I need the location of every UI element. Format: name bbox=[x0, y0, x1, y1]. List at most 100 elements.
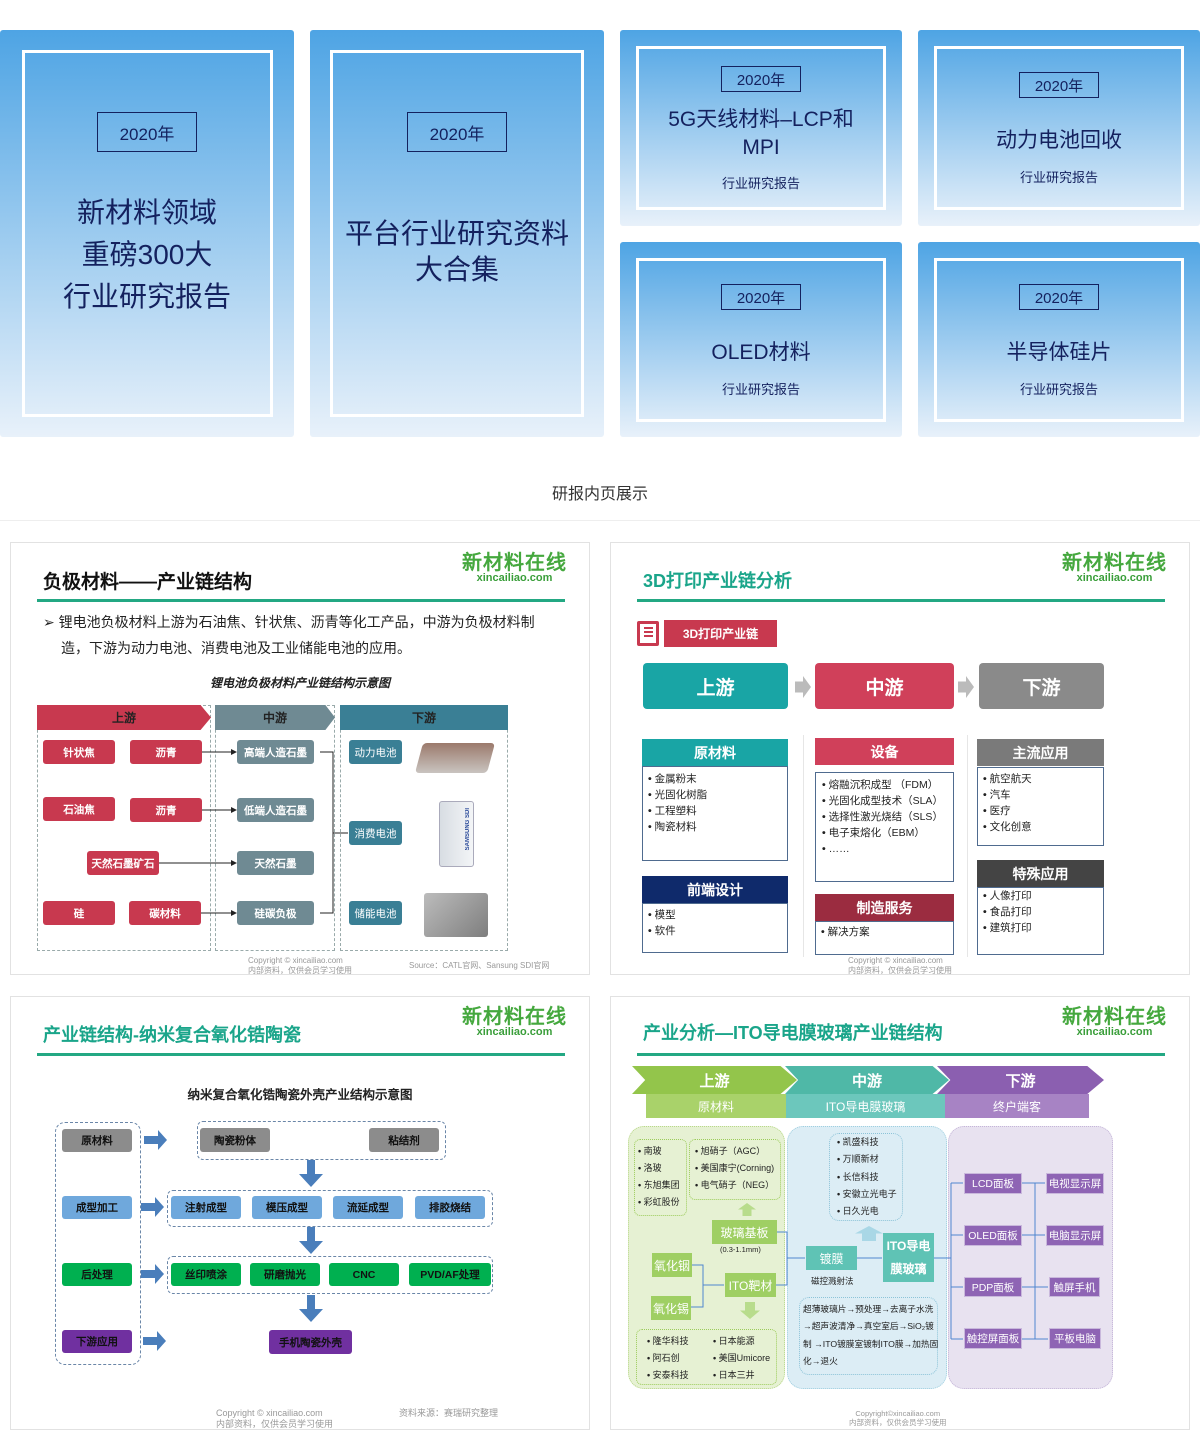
node-consumer-battery: 消费电池 bbox=[349, 821, 402, 845]
column-divider bbox=[967, 735, 968, 957]
manufacturing-service-list: 解决方案 bbox=[821, 924, 870, 940]
report-card-lcp[interactable]: 2020年 5G天线材料–LCP和 MPI 行业研究报告 bbox=[620, 30, 902, 226]
report-card-collection[interactable]: 2020年 平台行业研究资料 大合集 bbox=[310, 30, 604, 437]
title-line: MPI bbox=[742, 136, 780, 159]
frontend-design-list: 模型软件 bbox=[648, 907, 676, 939]
node-pitch: 沥青 bbox=[130, 798, 202, 822]
node-compression-molding: 模压成型 bbox=[252, 1196, 322, 1219]
year-badge: 2020年 bbox=[97, 112, 197, 152]
node-glass-substrate: 玻璃基板 bbox=[712, 1220, 777, 1244]
title-underline bbox=[637, 1053, 1165, 1056]
equipment-list: 熔融沉积成型 （FDM）光固化成型技术（SLA）选择性激光烧结（SLS）电子束熔… bbox=[822, 777, 943, 857]
stage-downstream: 下游 bbox=[937, 1066, 1104, 1094]
divider bbox=[0, 520, 1200, 521]
equipment-header: 设备 bbox=[815, 738, 954, 765]
diagram-title: 纳米复合氧化锆陶瓷外壳产业结构示意图 bbox=[187, 1088, 413, 1102]
glass-maker-group bbox=[689, 1139, 781, 1200]
node-injection-molding: 注射成型 bbox=[171, 1196, 241, 1219]
node-pdp-panel: PDP面板 bbox=[964, 1277, 1022, 1297]
report-card-300[interactable]: 2020年 新材料领域 重磅300大 行业研究报告 bbox=[0, 30, 294, 437]
raw-group bbox=[197, 1121, 446, 1160]
node-needle-coke: 针状焦 bbox=[43, 740, 115, 764]
node-indium-oxide: 氧化铟 bbox=[652, 1253, 692, 1277]
title-line: 重磅300大 bbox=[81, 239, 213, 270]
power-battery-image bbox=[414, 743, 496, 773]
stage-forming: 成型加工 bbox=[62, 1196, 132, 1219]
card-subtitle: 行业研究报告 bbox=[721, 176, 800, 191]
stage-downstream-app: 下游应用 bbox=[62, 1330, 132, 1353]
stage-column bbox=[55, 1122, 141, 1365]
raw-material-header: 原材料 bbox=[642, 739, 788, 766]
stage-midstream: 中游 bbox=[785, 1066, 949, 1094]
node-carbon-material: 碳材料 bbox=[129, 901, 201, 925]
card-subtitle: 行业研究报告 bbox=[1019, 382, 1098, 397]
node-silicon-carbon-anode: 硅碳负极 bbox=[237, 901, 314, 925]
node-oled-panel: OLED面板 bbox=[964, 1225, 1022, 1246]
source-note: 资料来源：赛瑞研究整理 bbox=[399, 1408, 499, 1418]
stage-upstream: 上游 bbox=[632, 1066, 797, 1094]
glass-spec: (0.3-1.1mm) bbox=[720, 1245, 761, 1254]
target-maker-list-b: 日本能源美国Umicore日本三井 bbox=[713, 1333, 771, 1384]
post-group bbox=[167, 1256, 493, 1294]
document-icon bbox=[637, 621, 659, 646]
node-high-end-artificial-graphite: 高端人造石墨 bbox=[237, 740, 314, 764]
coating-method: 磁控溅射法 bbox=[811, 1276, 854, 1286]
arrow-up-icon bbox=[855, 1226, 883, 1241]
node-tin-oxide: 氧化锡 bbox=[651, 1296, 691, 1320]
card-frame bbox=[636, 46, 886, 210]
title-line: 5G天线材料–LCP和 bbox=[668, 108, 854, 131]
node-pvd-af: PVD/AF处理 bbox=[409, 1263, 491, 1286]
substage-end-customer: 终户端客 bbox=[945, 1094, 1089, 1118]
report-card-silicon-wafer[interactable]: 2020年 半导体硅片 行业研究报告 bbox=[918, 242, 1200, 437]
special-app-list: 人像打印食品打印建筑打印 bbox=[983, 888, 1032, 936]
node-binder: 粘结剂 bbox=[369, 1128, 439, 1152]
title-line: 行业研究报告 bbox=[62, 281, 231, 312]
report-card-battery-recycling[interactable]: 2020年 动力电池回收 行业研究报告 bbox=[918, 30, 1200, 226]
substage-ito-glass: ITO导电膜玻璃 bbox=[786, 1094, 945, 1118]
card-title: OLED材料 bbox=[711, 341, 811, 364]
frontend-design-header: 前端设计 bbox=[642, 876, 788, 903]
node-touch-panel: 触控屏面板 bbox=[964, 1328, 1022, 1349]
title-underline bbox=[37, 1053, 565, 1056]
source-note: Source：CATL官网、Sansung SDI官网 bbox=[409, 961, 550, 970]
year-badge: 2020年 bbox=[1019, 284, 1099, 310]
special-app-header: 特殊应用 bbox=[977, 860, 1104, 887]
arrow-up-icon bbox=[738, 1203, 756, 1216]
section-caption: 研报内页展示 bbox=[551, 486, 648, 503]
title-underline bbox=[37, 599, 565, 602]
card-title: 新材料领域 重磅300大 行业研究报告 bbox=[0, 192, 294, 318]
card-frame bbox=[636, 258, 886, 422]
title-line: 大合集 bbox=[414, 254, 499, 285]
report-card-oled[interactable]: 2020年 OLED材料 行业研究报告 bbox=[620, 242, 902, 437]
node-lcd-panel: LCD面板 bbox=[964, 1173, 1022, 1194]
mainstream-app-header: 主流应用 bbox=[977, 739, 1104, 766]
card-subtitle: 行业研究报告 bbox=[721, 382, 800, 397]
glass-maker-group bbox=[634, 1139, 687, 1216]
stage-upstream: 上游 bbox=[643, 663, 788, 709]
card-frame bbox=[934, 46, 1184, 210]
node-tape-casting: 流延成型 bbox=[333, 1196, 403, 1219]
forming-group bbox=[167, 1190, 493, 1227]
node-petroleum-coke: 石油焦 bbox=[43, 797, 115, 821]
arrow-right-icon bbox=[958, 676, 974, 698]
chain-label: 3D打印产业链 bbox=[664, 620, 777, 647]
midstream-header: 中游 bbox=[215, 705, 335, 730]
raw-material-list: 金属粉末光固化树脂工程塑料陶瓷材料 bbox=[648, 771, 708, 835]
node-tablet: 平板电脑 bbox=[1049, 1328, 1101, 1349]
card-title: 5G天线材料–LCP和 MPI bbox=[620, 106, 902, 162]
arrow-down-icon bbox=[740, 1302, 760, 1319]
node-natural-graphite-ore: 天然石墨矿石 bbox=[87, 851, 159, 875]
target-maker-group bbox=[636, 1329, 777, 1385]
stage-post-processing: 后处理 bbox=[62, 1263, 132, 1286]
card-frame bbox=[22, 50, 273, 417]
node-ito-conductive-glass: ITO导电膜玻璃 bbox=[883, 1233, 934, 1282]
